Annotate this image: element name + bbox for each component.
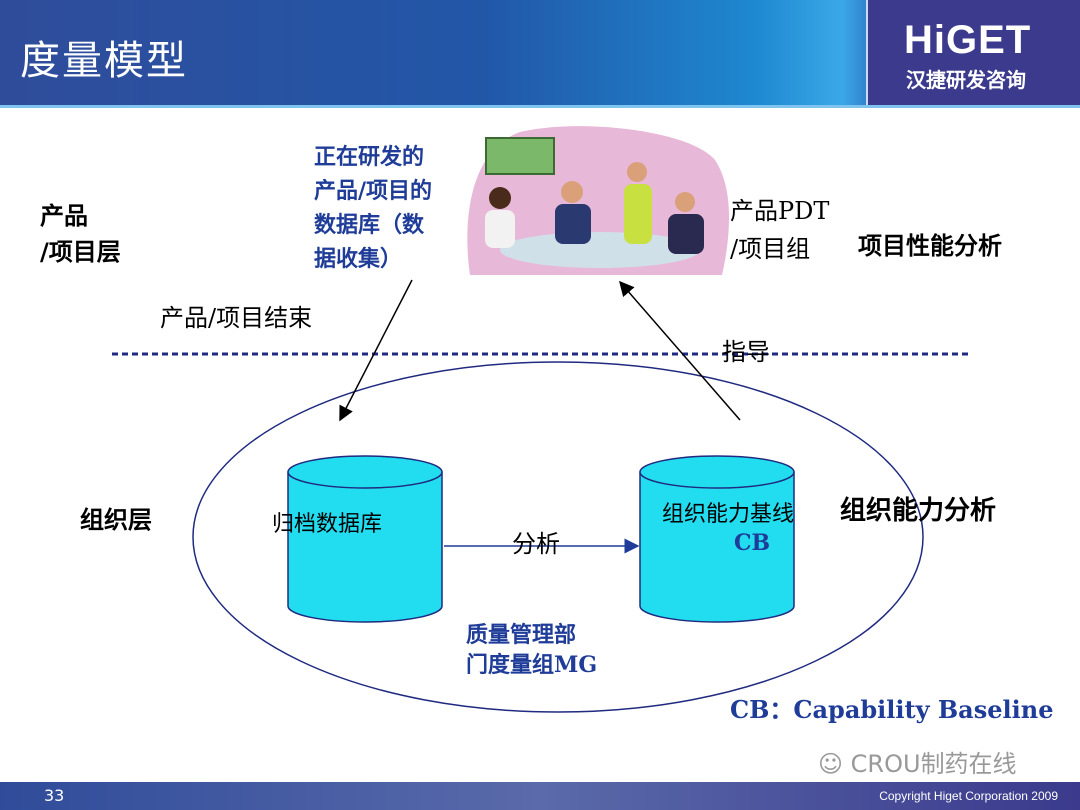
page-title: 度量模型 bbox=[20, 38, 188, 84]
label-line: 产品/项目的 bbox=[314, 178, 433, 204]
wechat-icon: ☺ bbox=[818, 750, 844, 778]
header-banner: 度量模型 HiGET 汉捷研发咨询 bbox=[0, 0, 1080, 108]
arrow-guide bbox=[619, 280, 741, 421]
label-line: 门度量组MG bbox=[466, 652, 598, 678]
dev-database-label: 正在研发的 产品/项目的 数据库（数 据收集） bbox=[314, 140, 432, 276]
label-line: 数据库（数 bbox=[314, 212, 425, 238]
copyright: Copyright Higet Corporation 2009 bbox=[879, 789, 1058, 803]
project-performance-label: 项目性能分析 bbox=[858, 232, 1002, 260]
archive-db-cylinder bbox=[287, 455, 443, 623]
organization-ellipse bbox=[192, 361, 924, 713]
product-layer-label: 产品 /项目层 bbox=[40, 198, 121, 270]
analysis-label: 分析 bbox=[512, 530, 560, 558]
label-line: 产品 bbox=[40, 202, 88, 230]
pdt-label: 产品PDT /项目组 bbox=[730, 192, 829, 268]
label-line: 正在研发的 bbox=[314, 144, 425, 170]
project-end-label: 产品/项目结束 bbox=[160, 304, 313, 332]
label-line: 据收集） bbox=[314, 246, 403, 272]
baseline-label: 组织能力基线 bbox=[662, 502, 795, 527]
baseline-cylinder bbox=[639, 455, 795, 623]
footer-bar: 33 Copyright Higet Corporation 2009 bbox=[0, 782, 1080, 810]
org-capability-analysis-label: 组织能力分析 bbox=[840, 496, 997, 526]
mg-label: 质量管理部 门度量组MG bbox=[466, 620, 597, 680]
label-line: /项目组 bbox=[730, 235, 811, 263]
logo-text: HiGET bbox=[904, 18, 1032, 62]
page-number: 33 bbox=[44, 786, 65, 805]
guide-label: 指导 bbox=[722, 338, 770, 366]
logo: HiGET 汉捷研发咨询 bbox=[866, 0, 1080, 108]
archive-db-label: 归档数据库 bbox=[272, 512, 383, 537]
cb-note: CB：Capability Baseline bbox=[730, 695, 1054, 724]
label-line: /项目层 bbox=[40, 238, 121, 266]
meeting-illustration bbox=[467, 126, 730, 275]
baseline-abbr-label: CB bbox=[734, 530, 771, 556]
label-line: 质量管理部 bbox=[466, 622, 577, 648]
logo-subtitle: 汉捷研发咨询 bbox=[906, 68, 1026, 92]
watermark: ☺ CROU制药在线 bbox=[818, 744, 1017, 779]
org-layer-label: 组织层 bbox=[80, 506, 152, 534]
arrow-project-end bbox=[339, 279, 413, 422]
label-line: 产品PDT bbox=[730, 197, 830, 225]
watermark-text: CROU制药在线 bbox=[850, 750, 1017, 778]
